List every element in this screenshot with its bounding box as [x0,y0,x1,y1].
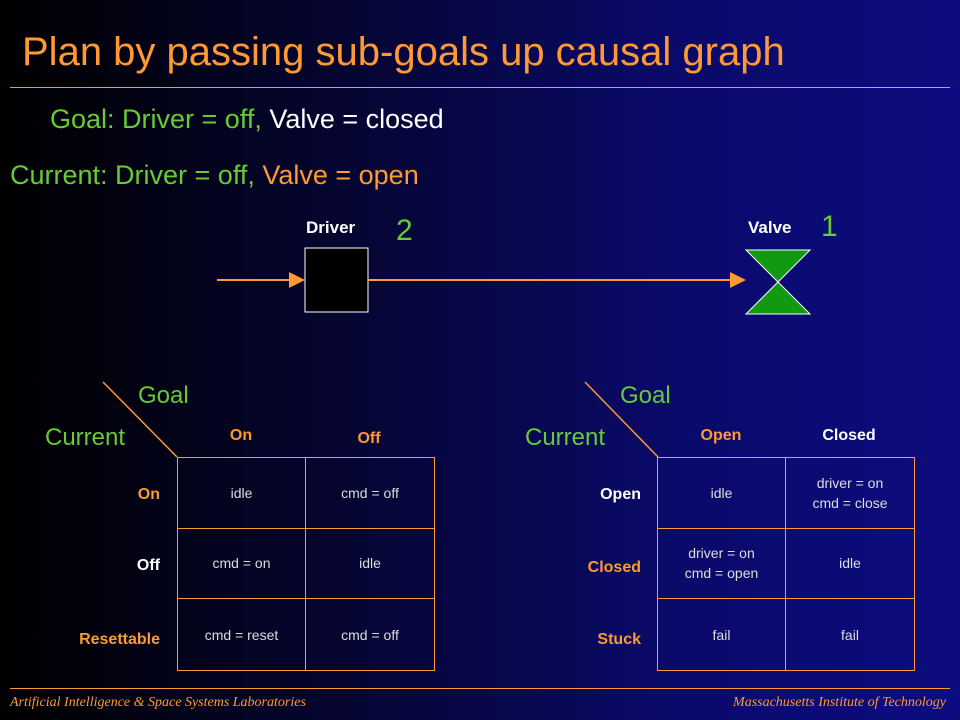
driver-cell: cmd = on [178,528,306,600]
driver-cell: idle [306,529,434,600]
driver-row-header-resettable: Resettable [79,631,160,648]
driver-table-diagonal [102,381,178,458]
valve-current-label: Current [525,424,606,451]
footer-lab-name: Artificial Intelligence & Space Systems … [10,695,306,710]
goal-line: Goal: Driver = off, Valve = closed [50,104,444,135]
driver-cell: idle [178,458,306,529]
driver-current-label: Current [45,424,126,451]
driver-row-header-off: Off [136,557,160,574]
title-divider [10,87,950,88]
slide-title: Plan by passing sub-goals up causal grap… [22,30,785,74]
valve-top-triangle [744,249,812,283]
valve-order-number: 1 [821,210,838,243]
valve-col-header-closed: Closed [822,427,876,444]
valve-goal-label: Goal [620,382,671,409]
valve-row-header-closed: Closed [587,559,641,576]
footer-divider [10,688,950,689]
valve-cell: driver = on cmd = open [658,528,786,600]
current-line: Current: Driver = off, Valve = open [10,160,419,191]
current-line-prefix: Current: Driver = off, [10,160,255,190]
valve-cell: idle [786,529,914,600]
driver-cell: cmd = reset [178,599,306,670]
causal-graph-diagram [217,247,812,315]
footer-institution: Massachusetts Institute of Technology [733,695,946,710]
valve-cell: driver = on cmd = close [786,458,914,529]
valve-label: Valve [748,218,792,237]
valve-cell: idle [658,458,786,529]
valve-cell: fail [841,626,859,643]
valve-cell: fail [658,599,786,670]
valve-transition-table: idle driver = on cmd = close driver = on… [657,457,915,671]
driver-col-header-on: On [229,427,253,444]
goal-line-prefix: Goal: Driver = off, [50,104,262,134]
driver-cell: cmd = off [341,626,399,643]
driver-goal-label: Goal [138,382,189,409]
driver-col-header-off: Off [357,430,381,447]
valve-table-diagonal [584,381,659,458]
driver-label: Driver [306,218,356,237]
valve-col-header-open: Open [700,427,742,444]
valve-bottom-triangle [744,281,812,315]
table-diagonals [102,381,659,458]
driver-cell: cmd = off [306,458,434,529]
driver-transition-table: idle cmd = off cmd = on idle cmd = reset… [177,457,435,671]
driver-row-header-on: On [137,486,160,503]
driver-order-number: 2 [396,214,413,247]
current-line-rest: Valve = open [254,160,419,190]
driver-box [304,247,369,313]
goal-line-rest: Valve = closed [261,104,444,134]
valve-row-header-open: Open [600,486,641,503]
valve-row-header-stuck: Stuck [597,631,641,648]
